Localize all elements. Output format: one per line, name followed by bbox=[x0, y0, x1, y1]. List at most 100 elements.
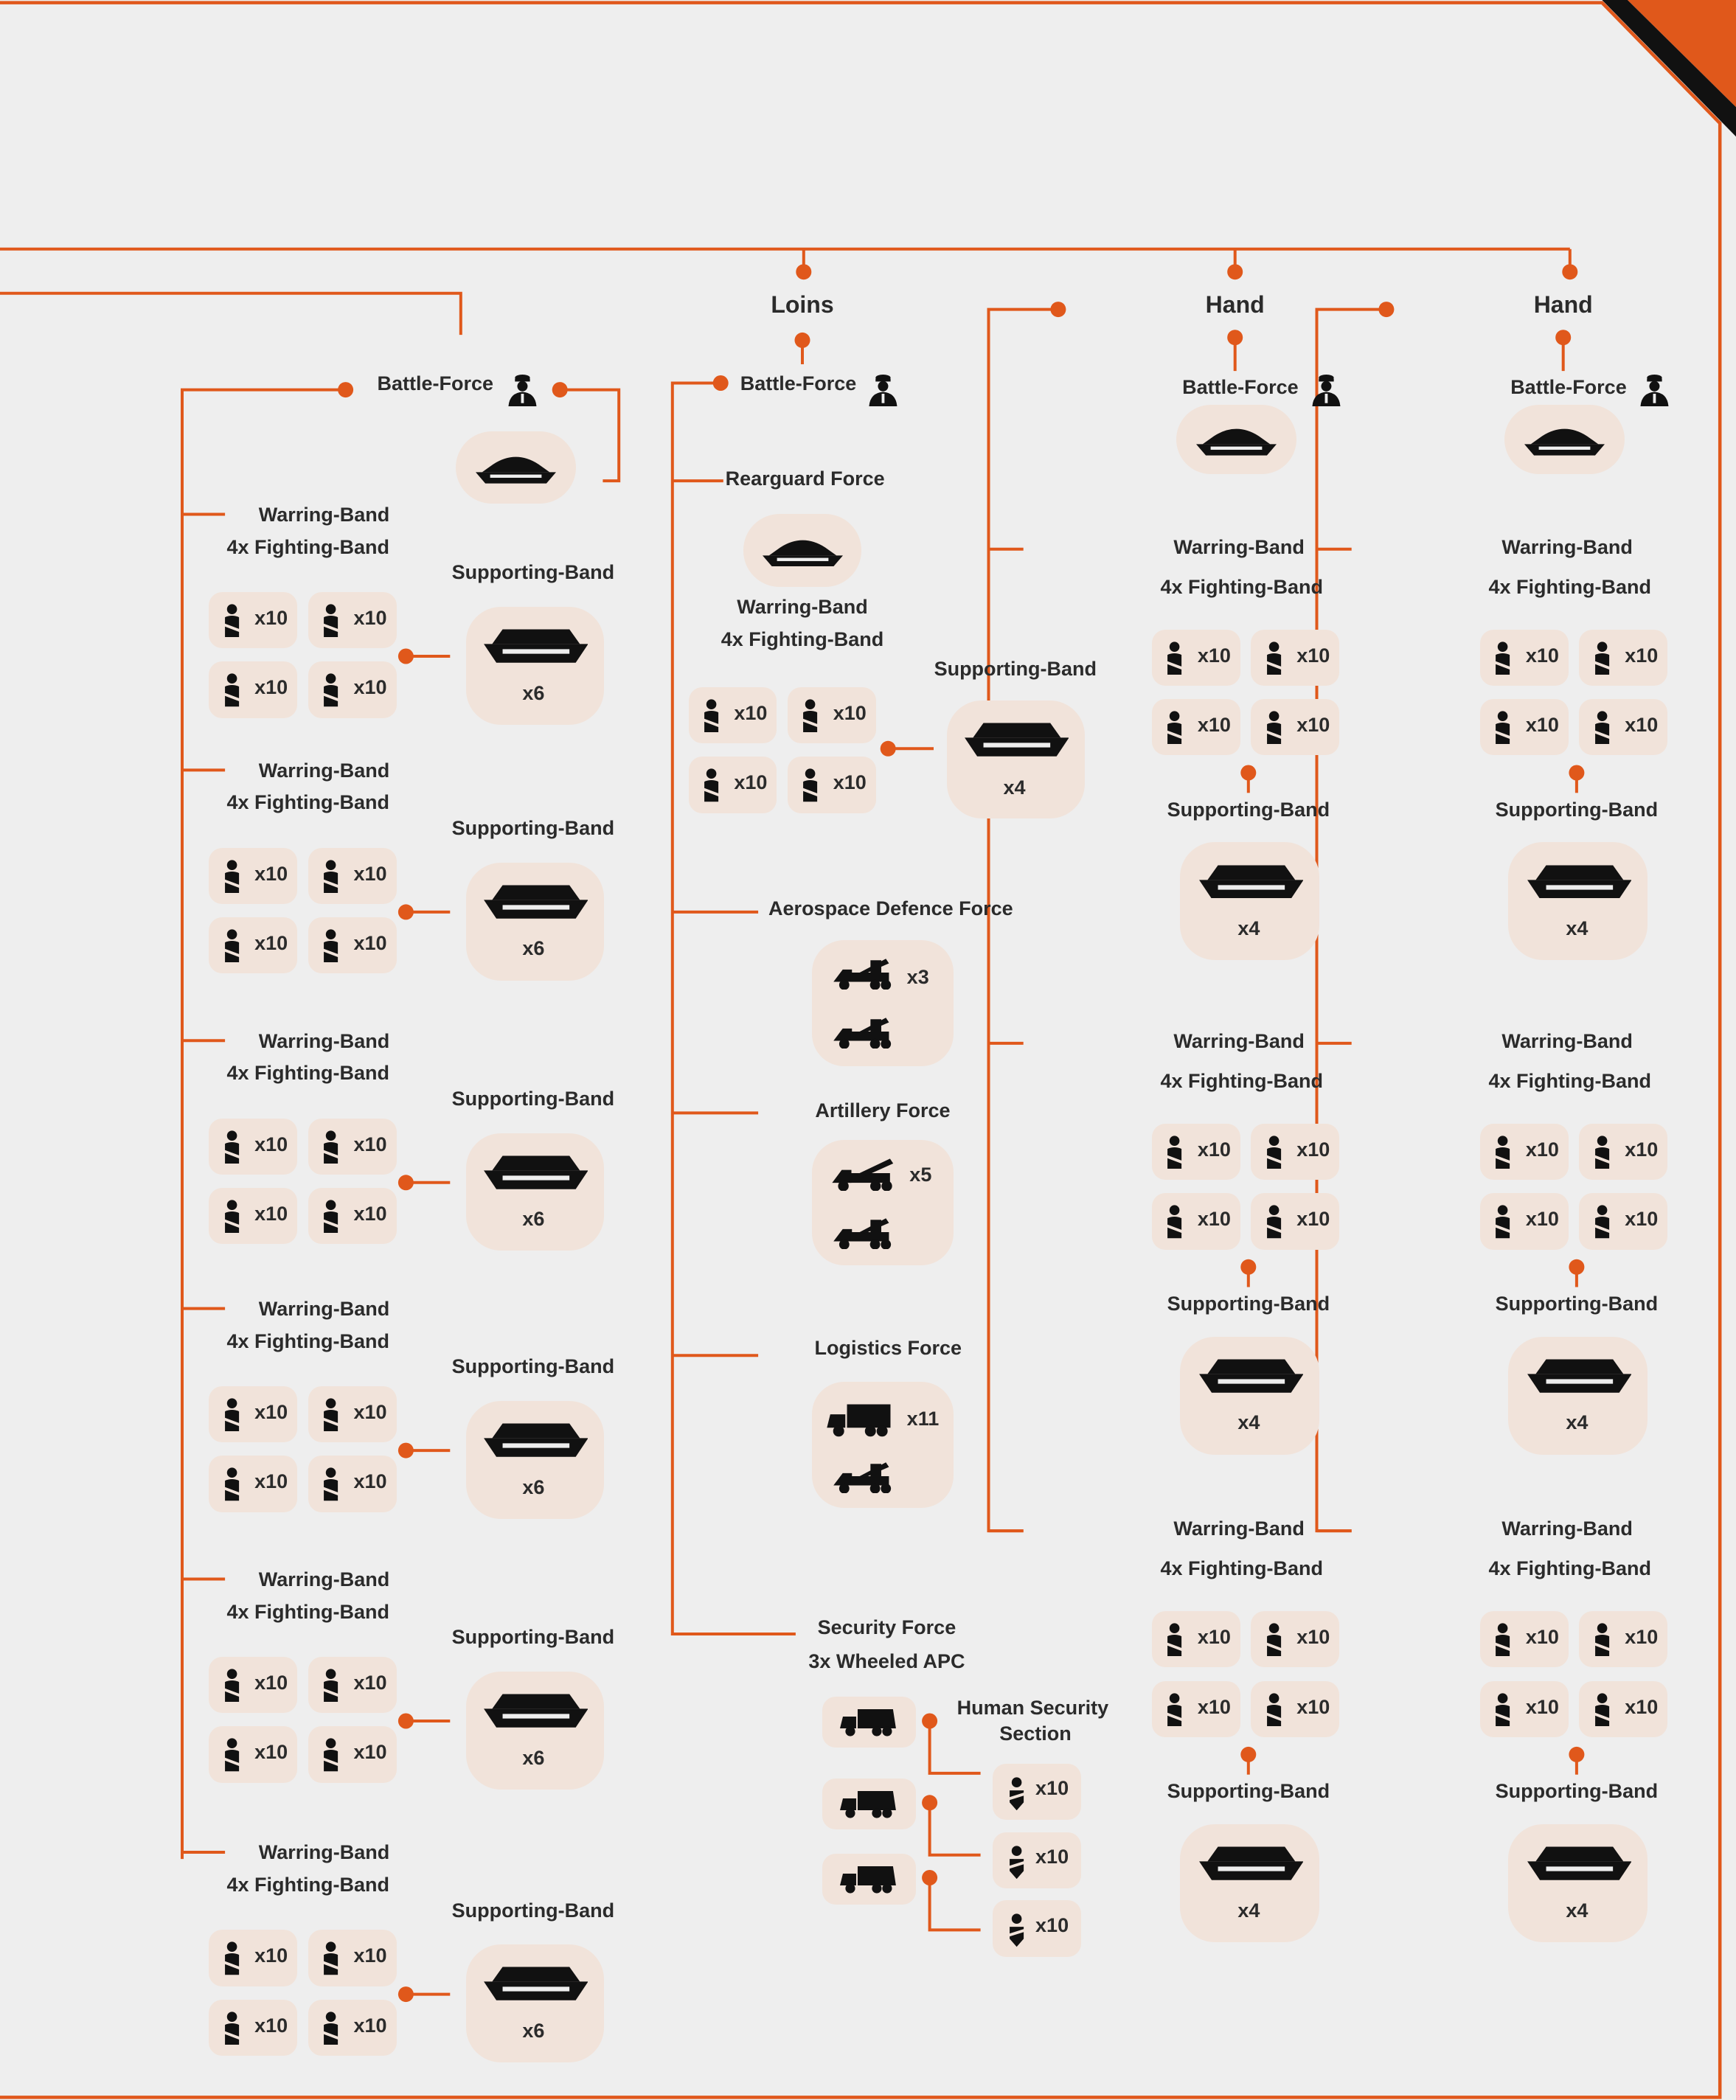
connector-line bbox=[928, 1802, 981, 1857]
infantry-icon bbox=[223, 1200, 240, 1234]
fighting-band-count: x10 bbox=[1625, 1208, 1659, 1231]
fighting-band-count: x10 bbox=[353, 932, 387, 955]
infantry-icon bbox=[1495, 642, 1511, 675]
fighting-band-box bbox=[209, 1118, 298, 1175]
fighting-band-count: x10 bbox=[833, 701, 867, 724]
connector-line bbox=[987, 307, 1058, 1533]
loins-title: Loins bbox=[771, 291, 834, 318]
supporting-band-count: x4 bbox=[1003, 776, 1026, 799]
battle-force-label: Battle-Force bbox=[377, 372, 494, 394]
fighting-band-box bbox=[1579, 699, 1668, 756]
fighting-band-count: x10 bbox=[1296, 644, 1330, 667]
infantry-icon bbox=[1265, 1623, 1282, 1657]
fighting-band-box bbox=[1480, 1611, 1569, 1668]
fighting-band-box bbox=[308, 1656, 397, 1714]
infantry-icon bbox=[223, 2012, 240, 2045]
connector-dot bbox=[1562, 264, 1578, 280]
fighting-band-box bbox=[1480, 629, 1569, 686]
fighting-band-box bbox=[209, 1188, 298, 1245]
supporting-band-box bbox=[1508, 1823, 1648, 1942]
warring-band-title: Warring-Band bbox=[1501, 535, 1633, 558]
fighting-band-count: x10 bbox=[833, 771, 867, 794]
hover-transport-icon bbox=[483, 1155, 588, 1189]
supporting-band-count: x6 bbox=[522, 937, 545, 960]
infantry-icon bbox=[1167, 1623, 1183, 1657]
security-section-count: x10 bbox=[1035, 1777, 1069, 1800]
infantry-icon bbox=[223, 1669, 240, 1703]
infantry-icon bbox=[322, 673, 339, 707]
fighting-band-box bbox=[1152, 629, 1240, 686]
fighting-band-count: x10 bbox=[254, 932, 288, 955]
infantry-icon bbox=[223, 1738, 240, 1772]
fighting-band-count: x10 bbox=[254, 606, 288, 629]
hover-vehicle-icon bbox=[475, 456, 556, 484]
infantry-icon bbox=[223, 1398, 240, 1432]
fighting-band-box bbox=[308, 1726, 397, 1783]
fighting-band-count: x10 bbox=[353, 1203, 387, 1225]
infantry-icon bbox=[322, 604, 339, 638]
infantry-icon bbox=[1495, 1136, 1511, 1169]
warring-band-title: Warring-Band bbox=[258, 1568, 390, 1590]
fighting-band-count: x10 bbox=[353, 606, 387, 629]
fighting-band-box bbox=[209, 1726, 298, 1783]
fighting-band-count: x10 bbox=[254, 862, 288, 885]
fighting-band-box bbox=[1152, 1680, 1240, 1737]
supporting-band-count: x6 bbox=[522, 1208, 545, 1231]
fighting-band-box bbox=[1251, 1680, 1340, 1737]
supporting-band-label: Supporting-Band bbox=[451, 1087, 615, 1110]
truck-icon bbox=[827, 1404, 891, 1437]
fighting-band-count: x10 bbox=[1525, 1626, 1559, 1649]
fighting-band-box bbox=[209, 1999, 298, 2056]
wheeled-apc-icon bbox=[840, 1866, 896, 1894]
hand-title: Hand bbox=[1533, 291, 1593, 318]
infantry-icon bbox=[322, 2012, 339, 2045]
infantry-icon bbox=[1265, 1205, 1282, 1239]
supporting-band-box bbox=[466, 1133, 605, 1251]
infantry-icon bbox=[1495, 1623, 1511, 1657]
fighting-band-count: x10 bbox=[1296, 1695, 1330, 1718]
supporting-band-label: Supporting-Band bbox=[451, 1626, 615, 1649]
security-trooper-icon bbox=[1008, 1913, 1025, 1947]
supporting-band-count: x4 bbox=[1237, 1899, 1260, 1922]
infantry-icon bbox=[1594, 1623, 1611, 1657]
infantry-icon bbox=[1167, 642, 1183, 675]
fighting-band-count: x10 bbox=[734, 771, 768, 794]
fighting-band-count: x10 bbox=[1197, 714, 1231, 737]
fighting-band-box bbox=[1152, 1611, 1240, 1668]
warring-band-title: Warring-Band bbox=[258, 759, 390, 782]
hover-transport-icon bbox=[1198, 1359, 1304, 1393]
fighting-band-box bbox=[1152, 1193, 1240, 1250]
fighting-band-count: x10 bbox=[1197, 1138, 1231, 1161]
fighting-band-subtitle: 4x Fighting-Band bbox=[226, 535, 389, 558]
supporting-band-box bbox=[1508, 842, 1648, 961]
aerospace-title: Aerospace Defence Force bbox=[768, 897, 1013, 919]
fighting-band-box bbox=[1152, 1123, 1240, 1181]
fighting-band-box bbox=[1579, 1123, 1668, 1181]
fighting-band-count: x10 bbox=[1197, 1208, 1231, 1231]
hover-transport-icon bbox=[483, 885, 588, 919]
infantry-icon bbox=[223, 1130, 240, 1164]
wheeled-apc-icon bbox=[840, 1790, 896, 1818]
battle-force-label: Battle-Force bbox=[1510, 376, 1627, 399]
warring-band-title: Warring-Band bbox=[1173, 535, 1305, 558]
artillery-title: Artillery Force bbox=[815, 1099, 951, 1122]
fighting-band-box bbox=[209, 591, 298, 649]
fighting-band-box bbox=[788, 686, 876, 744]
supporting-band-label: Supporting-Band bbox=[451, 1899, 615, 1922]
supporting-band-count: x4 bbox=[1237, 917, 1260, 940]
fighting-band-box bbox=[1251, 629, 1340, 686]
connector-dot bbox=[1227, 264, 1243, 280]
fighting-band-box bbox=[1480, 1123, 1569, 1181]
infantry-icon bbox=[1495, 1205, 1511, 1239]
supporting-band-box bbox=[1508, 1336, 1648, 1455]
fighting-band-box bbox=[209, 661, 298, 718]
supporting-band-count: x4 bbox=[1566, 1899, 1589, 1922]
fighting-band-box bbox=[308, 1188, 397, 1245]
fighting-band-count: x10 bbox=[1197, 644, 1231, 667]
supporting-band-box bbox=[947, 700, 1086, 818]
fighting-band-count: x10 bbox=[1525, 644, 1559, 667]
hover-vehicle-icon bbox=[762, 540, 843, 567]
warring-band-title: Warring-Band bbox=[737, 596, 868, 619]
infantry-icon bbox=[322, 1738, 339, 1772]
hover-transport-icon bbox=[1527, 1359, 1632, 1393]
